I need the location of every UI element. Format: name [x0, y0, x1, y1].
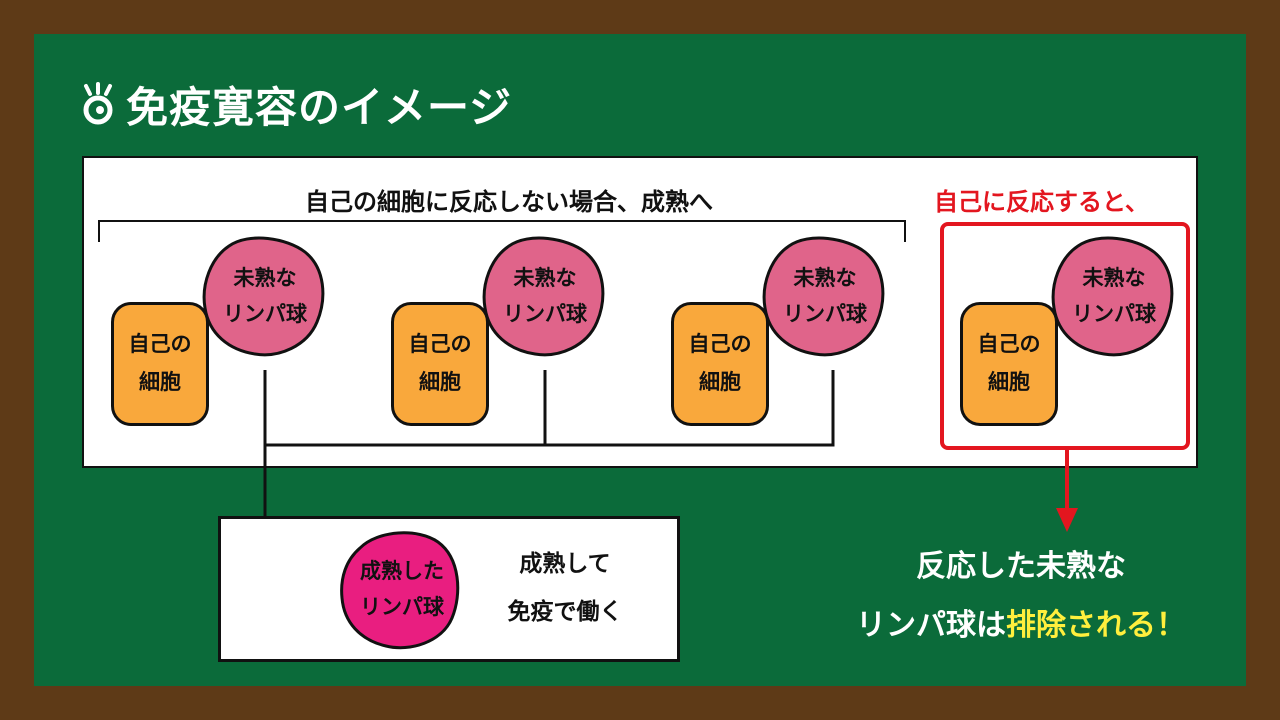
self-cell-label: 自己の	[408, 332, 472, 357]
self-cell-label: 細胞	[419, 370, 461, 394]
elimination-arrow-head	[1056, 508, 1078, 532]
immature-lymphocyte-label: 未熟な リンパ球	[201, 234, 329, 360]
mature-description: 成熟して 免疫で働く	[470, 540, 660, 637]
page-title: 免疫寛容のイメージ	[78, 74, 512, 134]
reaction-case-label: 自己に反応すると、	[934, 188, 1150, 216]
merge-line	[263, 370, 835, 447]
immature-label-line2: リンパ球	[1072, 302, 1156, 326]
mature-label-line1: 成熟した	[360, 559, 444, 584]
mature-desc-line1: 成熟して	[519, 551, 611, 577]
result-line2-prefix: リンパ球は	[856, 607, 1006, 643]
self-cell-label: 細胞	[988, 370, 1030, 394]
immature-label-line1: 未熟な	[513, 266, 577, 291]
mature-lymphocyte	[340, 531, 460, 650]
immature-label-line1: 未熟な	[793, 266, 857, 291]
result-highlight: 排除される	[1006, 607, 1156, 643]
elimination-result-text: 反応した未熟な リンパ球は排除される！	[786, 538, 1256, 655]
self-cell: 自己の 細胞	[391, 302, 489, 426]
immature-lymphocyte	[482, 236, 605, 357]
group-bracket	[98, 220, 906, 242]
immature-label-line2: リンパ球	[783, 302, 867, 326]
result-exclamation: ！	[1156, 607, 1186, 643]
immature-label-line2: リンパ球	[503, 302, 587, 326]
chalk-mark-icon	[83, 82, 113, 125]
self-cell-label: 自己の	[977, 332, 1041, 357]
normal-case-label: 自己の細胞に反応しない場合、成熟へ	[305, 188, 713, 216]
immature-lymphocyte-label: 未熟な リンパ球	[481, 234, 609, 360]
result-line1: 反応した未熟な	[916, 549, 1126, 584]
self-cell: 自己の 細胞	[671, 302, 769, 426]
result-line2: リンパ球は排除される！	[786, 597, 1256, 656]
mature-desc-line2: 免疫で働く	[507, 599, 623, 626]
title-text: 免疫寛容のイメージ	[126, 82, 513, 132]
immature-lymphocyte-label: 未熟な リンパ球	[761, 234, 889, 360]
self-cell-label: 自己の	[128, 332, 192, 357]
immature-lymphocyte	[202, 236, 325, 357]
self-cell-label: 細胞	[699, 370, 741, 394]
mature-label-line2: リンパ球	[360, 595, 444, 619]
mature-lymphocyte-label: 成熟した リンパ球	[338, 528, 466, 652]
immature-lymphocyte	[762, 236, 885, 357]
self-cell-label: 細胞	[139, 370, 181, 394]
immature-label-line1: 未熟な	[233, 266, 297, 291]
self-cell: 自己の 細胞	[111, 302, 209, 426]
immature-label-line2: リンパ球	[223, 302, 307, 326]
reacting-immature-lymphocyte	[1051, 236, 1174, 357]
immature-lymphocyte-label: 未熟な リンパ球	[1050, 234, 1178, 360]
immature-label-line1: 未熟な	[1082, 266, 1146, 291]
self-cell: 自己の 細胞	[960, 302, 1058, 426]
self-cell-label: 自己の	[688, 332, 752, 357]
